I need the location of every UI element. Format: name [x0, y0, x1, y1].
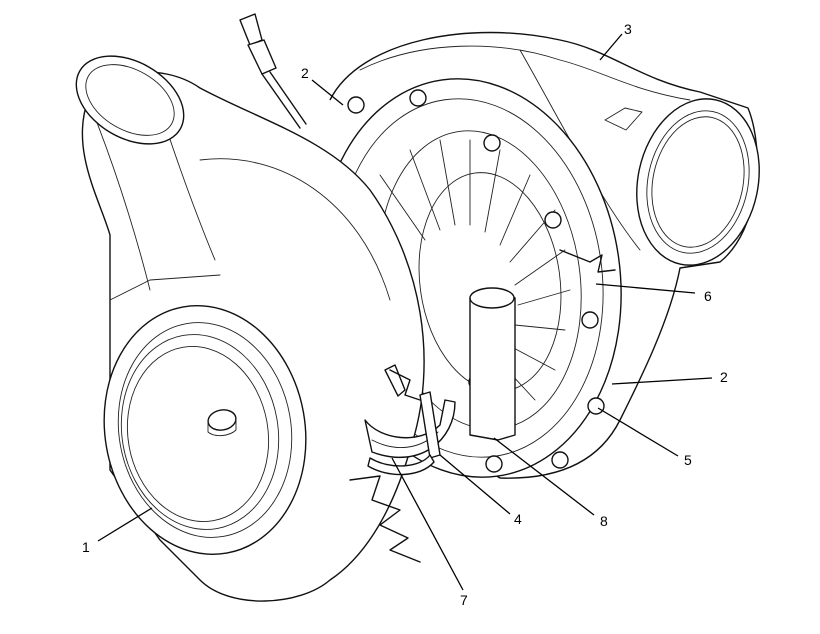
- callout-1: 1: [82, 539, 90, 555]
- leader-5: [597, 407, 679, 457]
- leader-3: [599, 33, 623, 61]
- speed-sensor-harness: [239, 13, 307, 129]
- leader-7: [391, 457, 464, 591]
- callout-2-lower: 2: [720, 369, 728, 385]
- callout-6: 6: [704, 288, 712, 304]
- leader-2b: [611, 377, 713, 385]
- leader-4: [439, 454, 511, 515]
- compressor-housing: [75, 55, 425, 602]
- callout-3: 3: [624, 21, 632, 37]
- leader-2a: [311, 79, 344, 106]
- callout-7: 7: [460, 592, 468, 608]
- clamp-ring-section: [364, 364, 456, 476]
- mounting-bolts: [347, 89, 605, 473]
- leader-1: [97, 507, 153, 542]
- leader-lines: [97, 33, 713, 591]
- callout-8: 8: [600, 513, 608, 529]
- leader-6: [595, 283, 696, 294]
- callout-labels: 1 2 2 3 4 5 6 7 8: [82, 21, 728, 608]
- callout-2-upper: 2: [301, 65, 309, 81]
- callout-4: 4: [514, 511, 522, 527]
- callout-5: 5: [684, 452, 692, 468]
- leader-8: [493, 437, 595, 516]
